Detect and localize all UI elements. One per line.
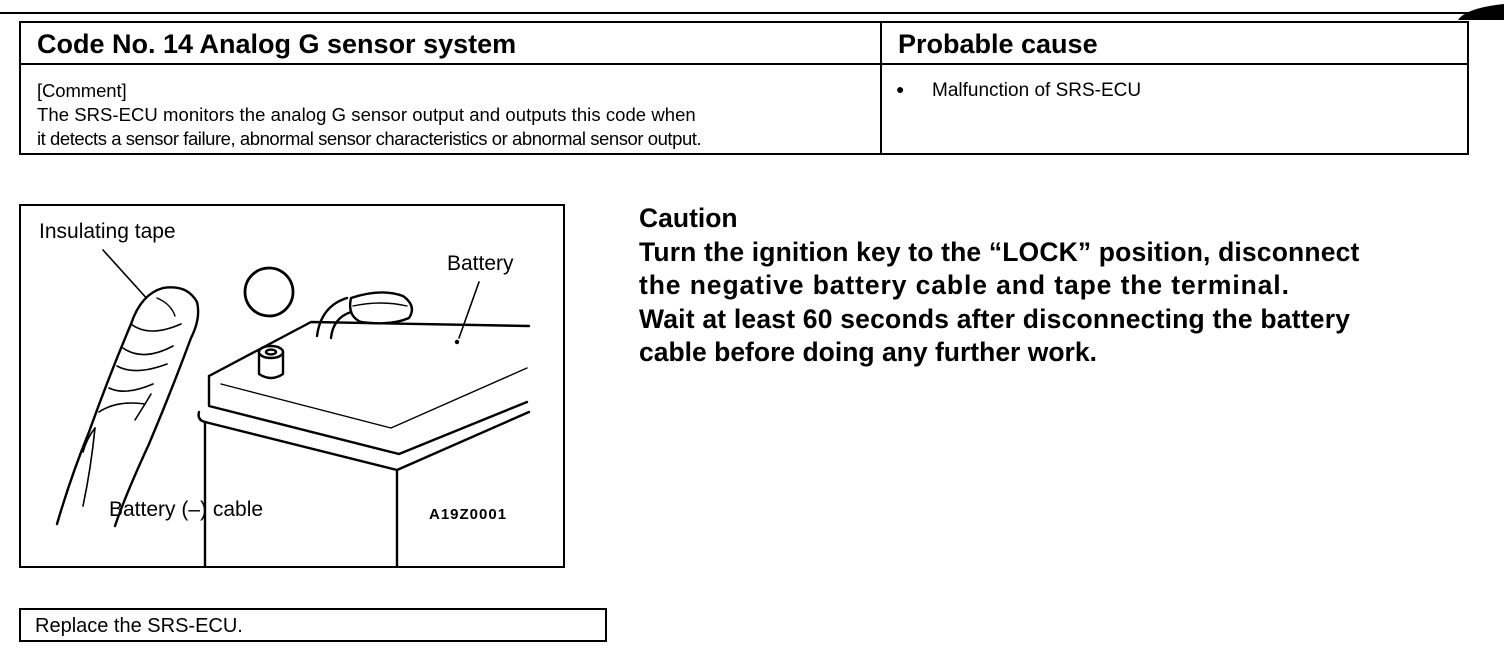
comment-label: [Comment] [37,80,127,101]
bullet-icon: ● [896,81,905,97]
battery-drawing [55,249,531,566]
probable-cause-cell: ● Malfunction of SRS-ECU [882,65,1467,153]
diagnostic-code-table: Code No. 14 Analog G sensor system Proba… [19,21,1469,155]
comment-text-line: it detects a sensor failure, abnormal se… [37,128,702,149]
top-rule [0,12,1470,14]
caution-notice: Caution Turn the ignition key to the “LO… [639,202,1479,370]
caution-text-line: Turn the ignition key to the “LOCK” posi… [639,236,1360,267]
battery-terminal-illustration: Insulating tape Battery Battery (–) cabl… [19,204,565,568]
probable-cause-item: Malfunction of SRS-ECU [932,80,1142,101]
caution-text-line: cable before doing any further work. [639,337,1097,367]
comment-text-line: The SRS-ECU monitors the analog G sensor… [37,104,696,125]
figure-reference-code: A19Z0001 [429,506,508,523]
label-battery: Battery [447,252,514,275]
label-battery-negative-cable: Battery (–) cable [109,498,264,521]
page-corner-mark [1458,4,1504,20]
probable-cause-heading: Probable cause [882,23,1467,65]
code-title: Code No. 14 Analog G sensor system [21,23,882,65]
caution-title: Caution [639,203,738,233]
caution-text-line: Wait at least 60 seconds after disconnec… [639,303,1351,334]
comment-cell: [Comment] The SRS-ECU monitors the analo… [21,65,882,153]
label-insulating-tape: Insulating tape [39,220,176,243]
caution-text-line: the negative battery cable and tape the … [639,270,1290,300]
remedy-action-box: Replace the SRS-ECU. [19,608,607,642]
